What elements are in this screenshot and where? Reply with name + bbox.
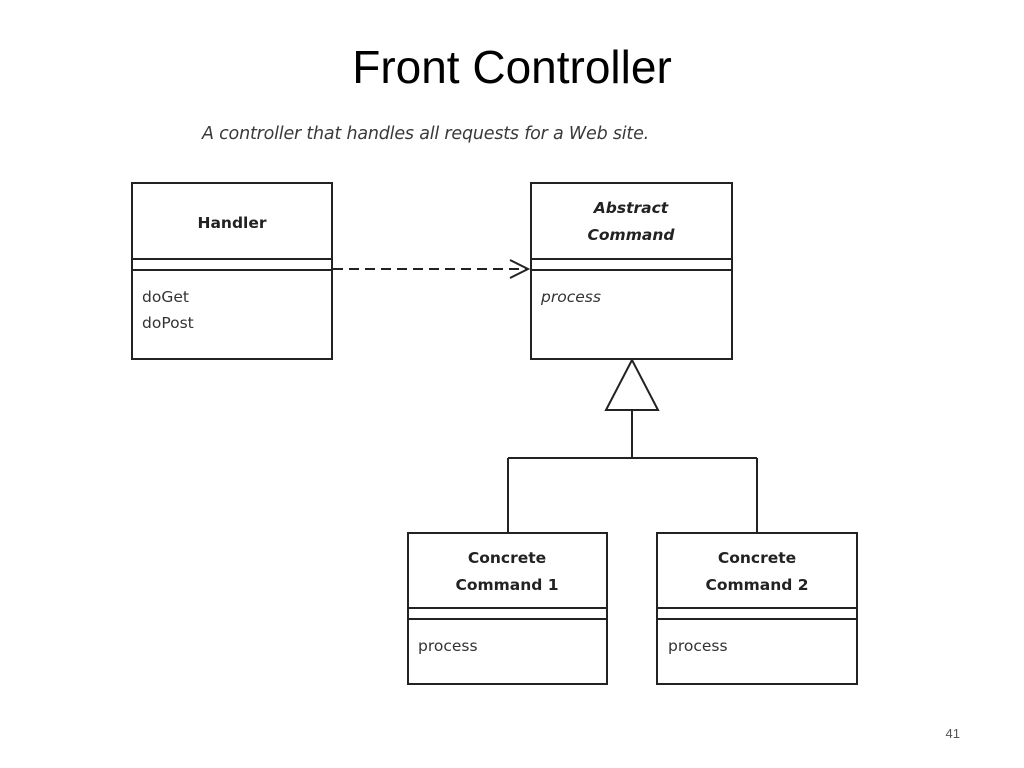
class-name-abstract-line1: Abstract: [593, 199, 669, 217]
diagram-caption: A controller that handles all requests f…: [202, 124, 650, 144]
class-name-abstract-line2: Command: [588, 226, 676, 244]
slide-page-number: 41: [945, 726, 960, 741]
class-name-concrete2-line2: Command 2: [705, 576, 808, 594]
class-concrete-command-1: Concrete Command 1 process: [407, 532, 608, 685]
operation-doget: doGet: [142, 288, 189, 306]
operation-process-concrete1: process: [418, 637, 478, 655]
class-concrete-command-2: Concrete Command 2 process: [656, 532, 858, 685]
operation-process-abstract: process: [540, 288, 601, 306]
class-handler: Handler doGet doPost: [131, 182, 333, 360]
class-name-concrete1-line2: Command 1: [455, 576, 558, 594]
slide-title: Front Controller: [352, 41, 672, 93]
class-name-concrete2-line1: Concrete: [718, 549, 796, 567]
class-abstract-command: Abstract Command process: [530, 182, 733, 360]
class-name-concrete1-line1: Concrete: [468, 549, 546, 567]
generalization-arrow: [507, 357, 758, 533]
class-name-handler: Handler: [197, 214, 266, 232]
operation-dopost: doPost: [142, 314, 194, 332]
operation-process-concrete2: process: [668, 637, 728, 655]
dependency-arrow: [333, 259, 531, 279]
